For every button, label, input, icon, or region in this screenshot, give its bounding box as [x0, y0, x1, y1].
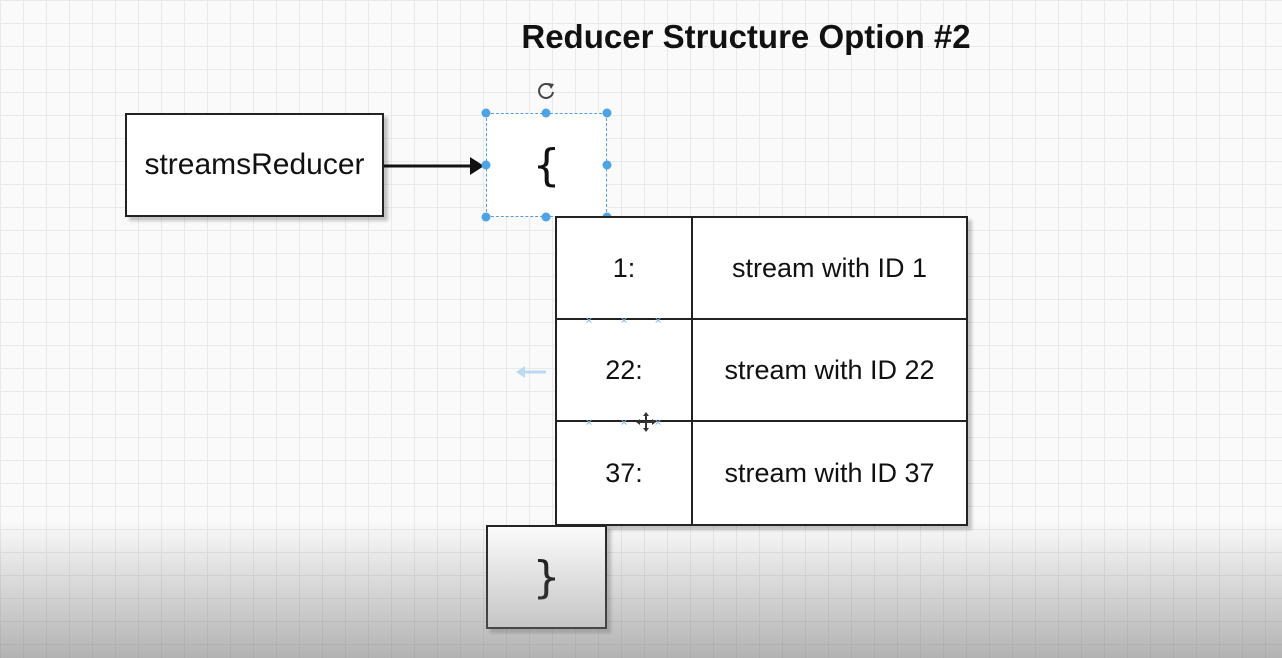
table-row[interactable]: 1: stream with ID 1	[557, 218, 966, 320]
diagram-title: Reducer Structure Option #2	[521, 18, 971, 55]
table-row[interactable]: 37: stream with ID 37	[557, 422, 966, 524]
resize-handle-e[interactable]	[602, 160, 612, 170]
streams-reducer-label: streamsReducer	[144, 148, 365, 181]
rotate-icon[interactable]	[535, 80, 557, 102]
connection-point-marker: ✕	[585, 315, 593, 326]
resize-handle-w[interactable]	[481, 160, 491, 170]
connect-arrow-left-icon[interactable]	[516, 365, 546, 379]
connection-point-marker: ✕	[654, 315, 662, 326]
streams-table: 1: stream with ID 1 22: stream with ID 2…	[555, 216, 968, 526]
bottom-fade-overlay	[0, 520, 1282, 658]
row-key: 22:	[557, 320, 693, 420]
streams-reducer-box[interactable]: streamsReducer	[125, 113, 384, 217]
open-brace-box[interactable]: {	[486, 113, 607, 217]
resize-handle-s[interactable]	[541, 212, 551, 222]
close-brace-label: }	[532, 551, 561, 603]
resize-handle-n[interactable]	[541, 108, 551, 118]
resize-handle-nw[interactable]	[481, 108, 491, 118]
connection-point-marker: ✕	[620, 315, 628, 326]
row-key: 1:	[557, 218, 693, 318]
row-value: stream with ID 22	[724, 354, 935, 385]
open-brace-label: {	[532, 139, 561, 191]
close-brace-box[interactable]: }	[486, 525, 607, 629]
connection-point-marker: ✕	[585, 417, 593, 428]
connection-point-marker: ✕	[620, 417, 628, 428]
row-key: 37:	[557, 422, 693, 524]
row-value: stream with ID 37	[724, 457, 935, 488]
resize-handle-sw[interactable]	[481, 212, 491, 222]
table-row[interactable]: 22: stream with ID 22	[557, 320, 966, 422]
move-icon[interactable]	[636, 412, 656, 432]
arrow-right-icon	[384, 157, 484, 175]
connection-point-marker: ✕	[654, 417, 662, 428]
resize-handle-ne[interactable]	[602, 108, 612, 118]
row-value: stream with ID 1	[731, 252, 928, 283]
